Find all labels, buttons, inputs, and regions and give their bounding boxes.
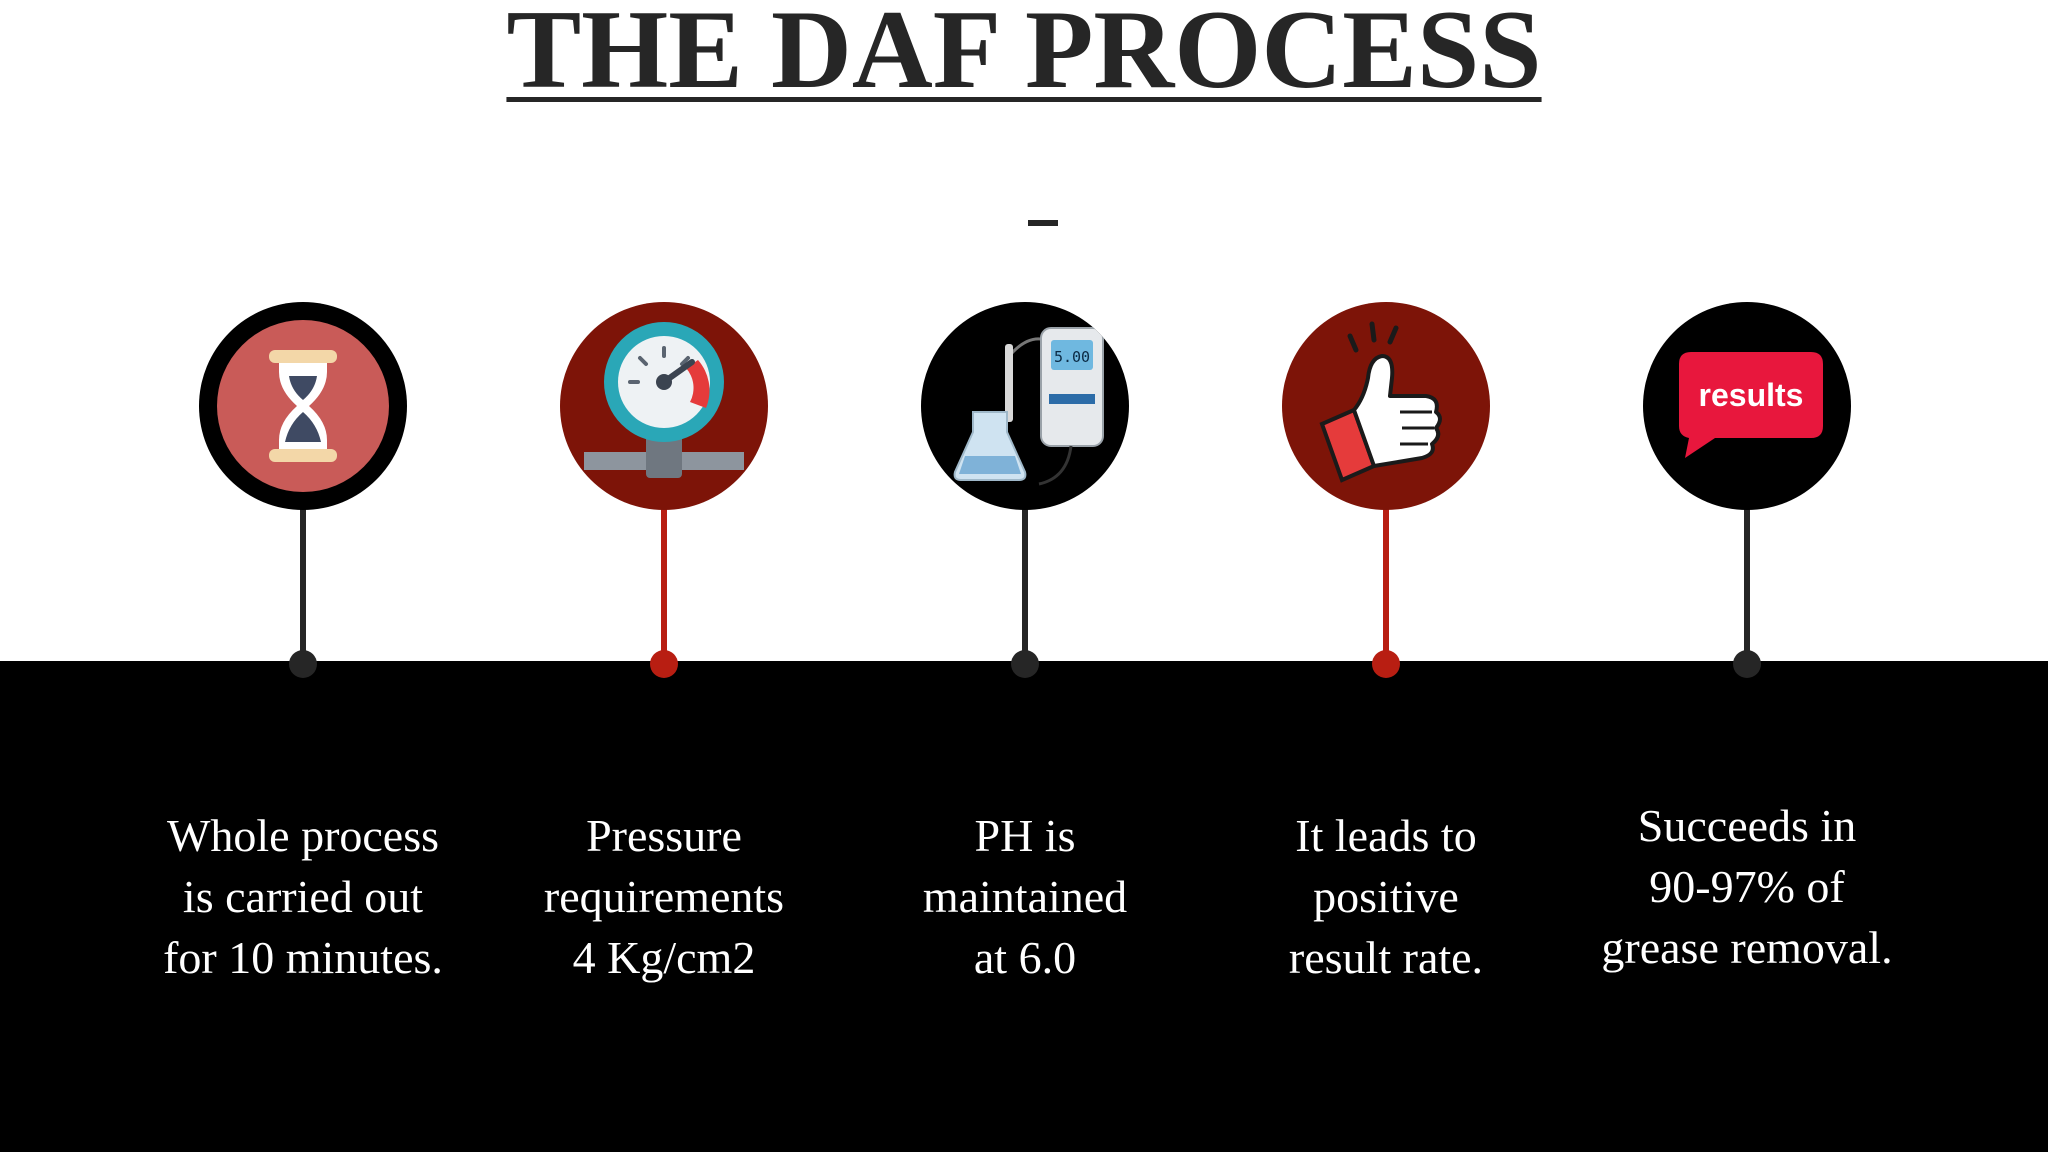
stage-5-stem (1744, 490, 1750, 665)
results-badge-text: results (1699, 377, 1804, 413)
stage-3-dot (1011, 650, 1039, 678)
thumbs-up-icon (1282, 302, 1490, 510)
stage-1-duration: Whole process is carried out for 10 minu… (163, 0, 443, 1152)
title-dash-divider (1028, 220, 1058, 226)
stage-3-stem (1022, 490, 1028, 665)
stage-1-dot (289, 650, 317, 678)
pressure-gauge-icon (560, 302, 768, 510)
stage-1-stem (300, 490, 306, 665)
stage-4-caption: It leads to positive result rate. (1288, 810, 1484, 983)
stage-3-ph: 5.00 PH is maintained at 6.0 (905, 0, 1145, 1152)
stage-5-caption: Succeeds in 90-97% of grease removal. (1601, 800, 1893, 973)
results-badge-icon: results (1643, 302, 1851, 510)
stage-2-caption: Pressure requirements 4 Kg/cm2 (543, 810, 785, 983)
stage-1-caption: Whole process is carried out for 10 minu… (163, 810, 443, 983)
page-title-text: THE DAF PROCESS (506, 0, 1542, 112)
stage-5-dot (1733, 650, 1761, 678)
stage-3-caption: PH is maintained at 6.0 (922, 810, 1128, 983)
ph-meter-icon: 5.00 (921, 302, 1129, 510)
stage-4-dot (1372, 650, 1400, 678)
hourglass-icon (199, 302, 407, 510)
stage-2-stem (661, 490, 667, 665)
page-title: THE DAF PROCESS (0, 0, 2048, 110)
stage-4-result: It leads to positive result rate. (1266, 0, 1506, 1152)
caption-band (0, 661, 2048, 1152)
stage-4-stem (1383, 490, 1389, 665)
stage-5-outcome: results Succeeds in 90-97% of grease rem… (1601, 0, 1893, 1152)
ph-meter-reading: 5.00 (1054, 348, 1090, 366)
stage-2-pressure: Pressure requirements 4 Kg/cm2 (544, 0, 784, 1152)
stage-2-dot (650, 650, 678, 678)
